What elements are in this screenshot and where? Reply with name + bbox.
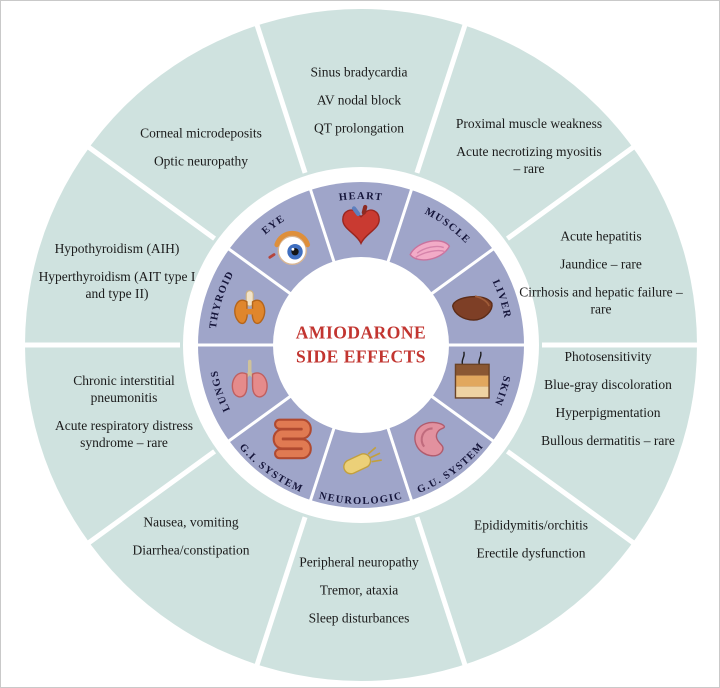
liver-icon [451,295,493,321]
effects-skin: Photosensitivity Blue-gray discoloration… [518,349,698,450]
side-effect: Jaundice – rare [560,256,642,272]
skin-icon [454,351,490,399]
outer-ring-divider [86,449,217,546]
side-effect: Nausea, vomiting [143,514,239,530]
outer-ring-divider [505,449,636,546]
effects-gu-system: Epididymitis/orchitis Erectile dysfuncti… [441,518,621,563]
side-effect: Chronic interstitial pneumonitis [73,372,175,405]
heart-icon [342,204,380,246]
muscle-icon [409,240,451,261]
inner-ring-divider [308,188,336,263]
effects-gi-system: Nausea, vomiting Diarrhea/constipation [101,515,281,560]
neurologic-icon [343,446,382,475]
side-effect: QT prolongation [313,120,405,136]
side-effect: Cirrhosis and hepatic failure – rare [519,284,683,316]
side-effect: Hypothyroidism (AIH) [54,241,180,257]
side-effect: Corneal microdeposits [140,125,262,141]
inner-ring-divider [386,188,414,263]
inner-ring-divider [430,247,495,296]
side-effect: Acute respiratory distress syndrome – ra… [55,417,193,450]
gi-system-icon [272,418,312,460]
side-effect: Hyperpigmentation [555,404,661,420]
side-effect: Hyperthyroidism (AIT type I and type II) [38,269,196,301]
side-effect: Epididymitis/orchitis [474,517,588,533]
effects-lungs: Chronic interstitial pneumonitis Acute r… [42,373,207,452]
effects-liver: Acute hepatitis Jaundice – rare Cirrhosi… [516,228,686,318]
inner-ring-divider [430,394,495,443]
diagram-title: AMIODARONE SIDE EFFECTS [296,320,426,371]
lungs-icon [231,359,268,398]
outer-ring-divider [414,23,468,174]
side-effect: Acute necrotizing myositis – rare [456,144,602,176]
organ-label-text: HEART [338,191,382,204]
side-effect: Tremor, ataxia [319,582,399,598]
inner-ring-divider [227,394,292,443]
effects-thyroid: Hypothyroidism (AIH) Hyperthyroidism (AI… [30,241,205,303]
side-effect: Proximal muscle weakness [455,116,603,132]
effects-muscle: Proximal muscle weakness Acute necrotizi… [454,116,604,178]
outer-ring-divider [505,144,636,241]
outer-ring-divider [414,516,468,667]
outer-ring-divider [254,23,308,174]
inner-ring-divider [308,427,336,502]
side-effect: Acute hepatitis [560,228,642,244]
side-effect: Optic neuropathy [153,153,249,169]
gu-system-icon [414,421,445,457]
organ-label: HEART [338,191,383,204]
inner-ring-divider [386,427,414,502]
eye-icon [268,230,311,266]
effects-eye: Corneal microdeposits Optic neuropathy [111,126,291,171]
inner-ring-divider [227,247,292,296]
side-effect: Sleep disturbances [308,610,410,626]
outer-ring-divider [254,516,308,667]
thyroid-icon [234,290,266,325]
title-line-1: AMIODARONE [295,322,427,343]
side-effect: Sinus bradycardia [310,64,408,80]
effects-heart: Sinus bradycardia AV nodal block QT prol… [274,65,444,138]
side-effect: AV nodal block [316,92,402,108]
title-line-2: SIDE EFFECTS [295,346,426,367]
side-effect: Erectile dysfunction [476,545,586,561]
effects-neurologic: Peripheral neuropathy Tremor, ataxia Sle… [267,555,452,628]
center-circle [273,257,449,433]
side-effect: Photosensitivity [564,348,652,364]
outer-ring-divider [86,144,217,241]
side-effect: Bullous dermatitis – rare [541,432,675,448]
side-effect: Diarrhea/constipation [132,542,250,558]
organ-label-text: NEUROLOGIC [318,491,403,508]
side-effect: Peripheral neuropathy [299,554,419,570]
side-effect: Blue-gray discoloration [544,376,672,392]
organ-label: NEUROLOGIC [318,491,405,508]
